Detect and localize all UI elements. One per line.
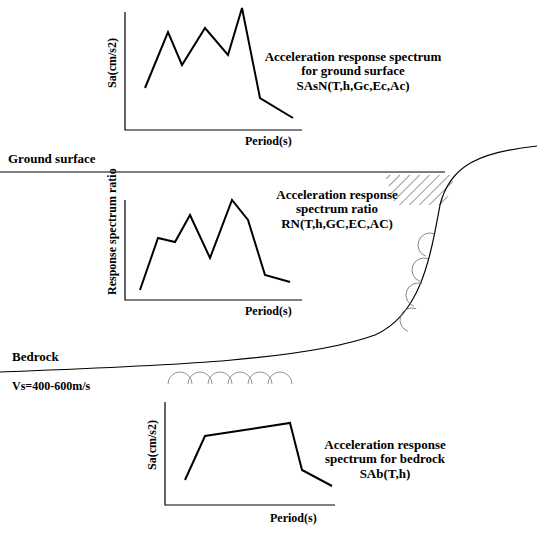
spectrum-label: Acceleration response spectrum ratio RN(…: [252, 188, 422, 231]
velocity-label: Vs=400-600m/s: [12, 380, 162, 393]
spectrum-curve: [140, 200, 290, 290]
axis-label: Sa(cm/s2): [146, 420, 159, 470]
axis-label: Period(s): [245, 305, 315, 318]
spectrum-label: Acceleration response spectrum for groun…: [258, 50, 448, 93]
axis-label: Period(s): [245, 135, 315, 148]
layer-label: Bedrock: [12, 350, 112, 364]
axis-label: Period(s): [270, 512, 340, 525]
layer-label: Ground surface: [8, 152, 148, 166]
chart-axis: [165, 402, 335, 505]
chart-axis: [125, 200, 302, 300]
axis-label: Sa(cm/s2): [106, 38, 119, 88]
spectrum-label: Acceleration response spectrum for bedro…: [300, 438, 470, 481]
spectrum-curve: [185, 423, 332, 486]
axis-label: Response spectrum ratio: [106, 168, 119, 295]
bedrock-line: [0, 146, 537, 372]
ground-line: [0, 171, 445, 172]
